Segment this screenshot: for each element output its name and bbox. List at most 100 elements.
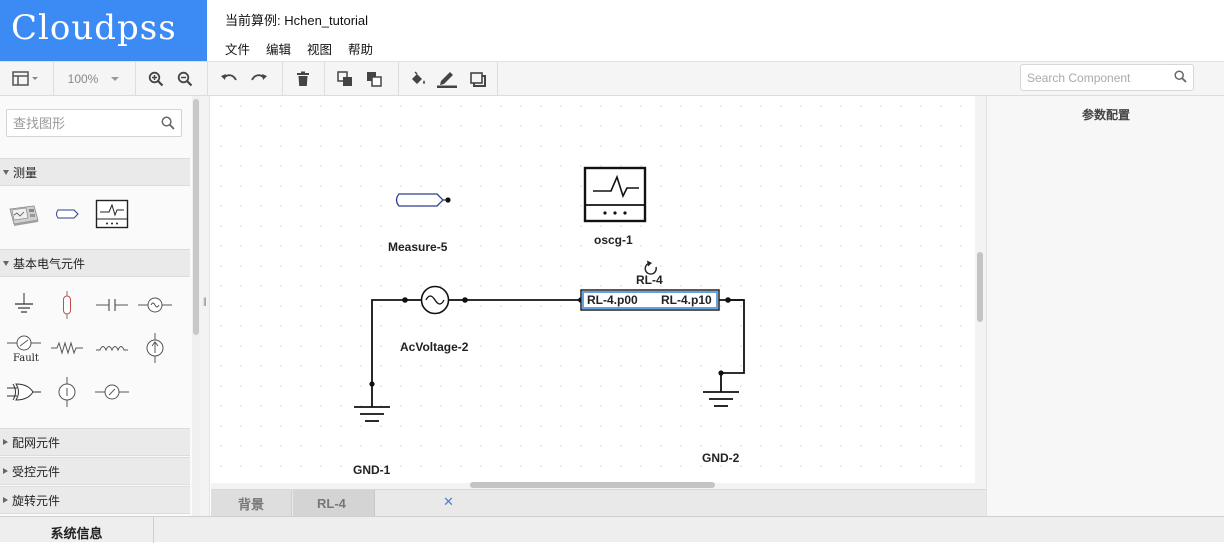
shape-current-source[interactable] xyxy=(136,329,174,367)
label-oscilloscope[interactable]: oscg-1 xyxy=(594,233,633,247)
shape-measure-probe[interactable] xyxy=(48,195,86,233)
shape-resistor-zigzag[interactable] xyxy=(48,329,86,367)
ac-source-icon xyxy=(138,297,172,313)
toolbar-divider xyxy=(398,62,399,96)
shape-ac-source-h[interactable] xyxy=(136,286,174,324)
oscilloscope-component[interactable] xyxy=(583,166,647,223)
shape-fault[interactable]: Fault xyxy=(5,329,43,367)
menu-file[interactable]: 文件 xyxy=(225,43,251,57)
ac-voltage-source[interactable] xyxy=(405,285,465,315)
category-label: 受控元件 xyxy=(12,464,61,479)
sidebar-scrollbar[interactable] xyxy=(192,96,200,516)
line-color-button[interactable] xyxy=(435,62,459,96)
zoom-select[interactable]: 100% xyxy=(62,62,128,96)
category-measure[interactable]: 测量 xyxy=(0,158,190,186)
label-measure[interactable]: Measure-5 xyxy=(388,240,448,254)
tab-background[interactable]: 背景 xyxy=(211,490,292,517)
canvas-vertical-scroll-thumb[interactable] xyxy=(977,252,983,322)
category-label: 基本电气元件 xyxy=(13,256,86,271)
search-icon[interactable] xyxy=(161,116,175,130)
menu-help[interactable]: 帮助 xyxy=(348,43,374,57)
inductor-icon xyxy=(96,346,128,352)
resistor-icon xyxy=(63,291,71,319)
category-label: 测量 xyxy=(13,165,38,180)
shape-voltage-source-v[interactable] xyxy=(48,373,86,411)
label-gnd1[interactable]: GND-1 xyxy=(353,463,391,477)
label-gnd2[interactable]: GND-2 xyxy=(702,451,740,465)
panel-splitter[interactable]: || xyxy=(200,96,210,516)
canvas-horizontal-scroll-thumb[interactable] xyxy=(470,482,715,488)
canvas-vertical-scrollbar[interactable] xyxy=(975,96,985,489)
layout-button[interactable] xyxy=(6,62,46,96)
chevron-right-icon xyxy=(3,439,8,445)
system-info-tab[interactable]: 系统信息 xyxy=(0,517,154,543)
circuit-wires[interactable] xyxy=(371,299,745,392)
rl-component[interactable] xyxy=(580,289,720,311)
logic-gate-icon xyxy=(7,383,41,401)
toolbar-divider xyxy=(282,62,283,96)
menu-bar: 文件 编辑 视图 帮助 xyxy=(225,39,373,58)
menu-view[interactable]: 视图 xyxy=(307,43,333,57)
shape-fault-switch[interactable] xyxy=(93,373,131,411)
panel-title: 参数配置 xyxy=(1081,108,1130,122)
toolbar-divider xyxy=(497,62,498,96)
tab-rl4[interactable]: RL-4 ✕ xyxy=(293,490,454,517)
chevron-down-icon xyxy=(3,260,9,266)
zoom-out-button[interactable] xyxy=(173,62,197,96)
search-icon[interactable] xyxy=(1174,70,1187,83)
chevron-right-icon xyxy=(3,497,8,503)
toolbar: 100% xyxy=(0,61,1224,96)
fill-color-icon xyxy=(412,71,425,84)
shape-inductor[interactable] xyxy=(93,329,131,367)
rotate-handle-icon[interactable] xyxy=(644,260,657,275)
delete-button[interactable] xyxy=(291,62,315,96)
diagram-canvas[interactable]: Measure-5 oscg-1 RL-4 RL-4.p00 RL-4.p10 … xyxy=(211,96,986,489)
grip-icon: || xyxy=(203,296,207,306)
component-search-input[interactable] xyxy=(1021,65,1166,90)
category-basic-electrical[interactable]: 基本电气元件 xyxy=(0,249,190,277)
toolbar-divider xyxy=(207,62,208,96)
shape-oscilloscope[interactable] xyxy=(93,195,131,233)
redo-icon xyxy=(251,74,267,81)
resistor-zigzag-icon xyxy=(51,341,83,355)
redo-button[interactable] xyxy=(247,62,271,96)
category-distribution[interactable]: 配网元件 xyxy=(0,428,190,456)
sidebar-scroll-thumb[interactable] xyxy=(193,99,199,335)
ground-gnd1[interactable] xyxy=(354,384,390,422)
shadow-button[interactable] xyxy=(466,62,490,96)
undo-icon xyxy=(221,74,237,81)
to-back-icon xyxy=(367,72,382,87)
category-label: 旋转元件 xyxy=(12,493,61,508)
shadow-icon xyxy=(470,72,486,87)
category-controlled[interactable]: 受控元件 xyxy=(0,457,190,485)
shape-meter[interactable] xyxy=(5,195,43,233)
circuit-diagram xyxy=(354,166,745,422)
delete-icon xyxy=(297,71,309,86)
fill-color-button[interactable] xyxy=(406,62,430,96)
app-logo[interactable]: Cloudpss xyxy=(0,0,207,61)
voltage-source-icon xyxy=(58,377,76,407)
shape-ground[interactable] xyxy=(5,286,43,324)
probe-icon xyxy=(56,209,79,219)
category-rotating[interactable]: 旋转元件 xyxy=(0,486,190,514)
ground-icon xyxy=(15,293,33,313)
label-ac-source[interactable]: AcVoltage-2 xyxy=(400,340,469,354)
shape-logic-gate[interactable] xyxy=(5,373,43,411)
measure-component[interactable] xyxy=(395,193,451,207)
to-front-button[interactable] xyxy=(333,62,357,96)
zoom-in-icon xyxy=(148,71,164,87)
label-rl-pin-right: RL-4.p10 xyxy=(661,293,712,307)
page-tabs: 背景 RL-4 ✕ xyxy=(211,489,986,517)
shape-search-input[interactable] xyxy=(7,110,157,136)
close-icon[interactable]: ✕ xyxy=(443,494,454,509)
menu-edit[interactable]: 编辑 xyxy=(266,43,292,57)
to-back-button[interactable] xyxy=(362,62,386,96)
oscilloscope-icon xyxy=(95,199,129,229)
zoom-in-button[interactable] xyxy=(144,62,168,96)
ground-gnd2[interactable] xyxy=(703,391,739,407)
fault-switch-icon xyxy=(95,384,129,400)
shape-capacitor[interactable] xyxy=(93,286,131,324)
undo-button[interactable] xyxy=(217,62,241,96)
label-rl[interactable]: RL-4 xyxy=(636,273,663,287)
shape-resistor[interactable] xyxy=(48,286,86,324)
